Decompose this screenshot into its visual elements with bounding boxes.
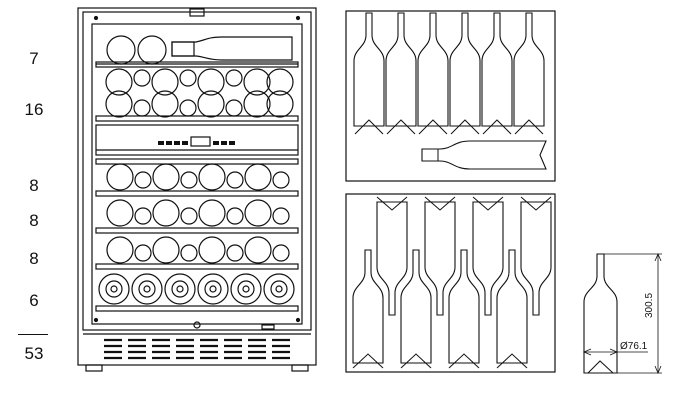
bottle-height-label: 300.5 xyxy=(644,293,655,318)
shelf-6 xyxy=(95,273,299,312)
shelf-5 xyxy=(95,236,299,270)
bottle-dimension-drawing: 300.5 Ø76.1 xyxy=(582,252,662,375)
shelf-2 xyxy=(95,68,299,122)
shelf-count-6: 6 xyxy=(29,291,39,310)
total-count: 53 xyxy=(24,344,44,363)
shelf-count-1: 7 xyxy=(29,49,39,68)
total-divider-line xyxy=(18,334,48,335)
wine-fridge xyxy=(77,7,317,372)
fridge-foot-right xyxy=(291,364,309,372)
shelf-count-4: 8 xyxy=(29,211,39,230)
shelf-1 xyxy=(95,35,299,68)
top-shelf-layout xyxy=(345,10,556,182)
fridge-door-frame xyxy=(82,11,312,331)
shelf-count-5: 8 xyxy=(29,249,39,268)
ventilation-grille xyxy=(83,333,311,360)
fridge-top-latch xyxy=(189,8,205,17)
shelf-count-2: 16 xyxy=(24,100,44,119)
shelf-4 xyxy=(95,199,299,234)
fridge-cabinet xyxy=(77,7,317,366)
fridge-foot-left xyxy=(85,364,103,372)
shelf-count-3: 8 xyxy=(29,176,39,195)
shelf-3 xyxy=(95,158,299,197)
control-panel xyxy=(95,124,299,156)
bottom-shelf-layout xyxy=(345,193,556,373)
fridge-glass xyxy=(91,23,303,325)
bottle-diameter-label: Ø76.1 xyxy=(620,341,648,352)
